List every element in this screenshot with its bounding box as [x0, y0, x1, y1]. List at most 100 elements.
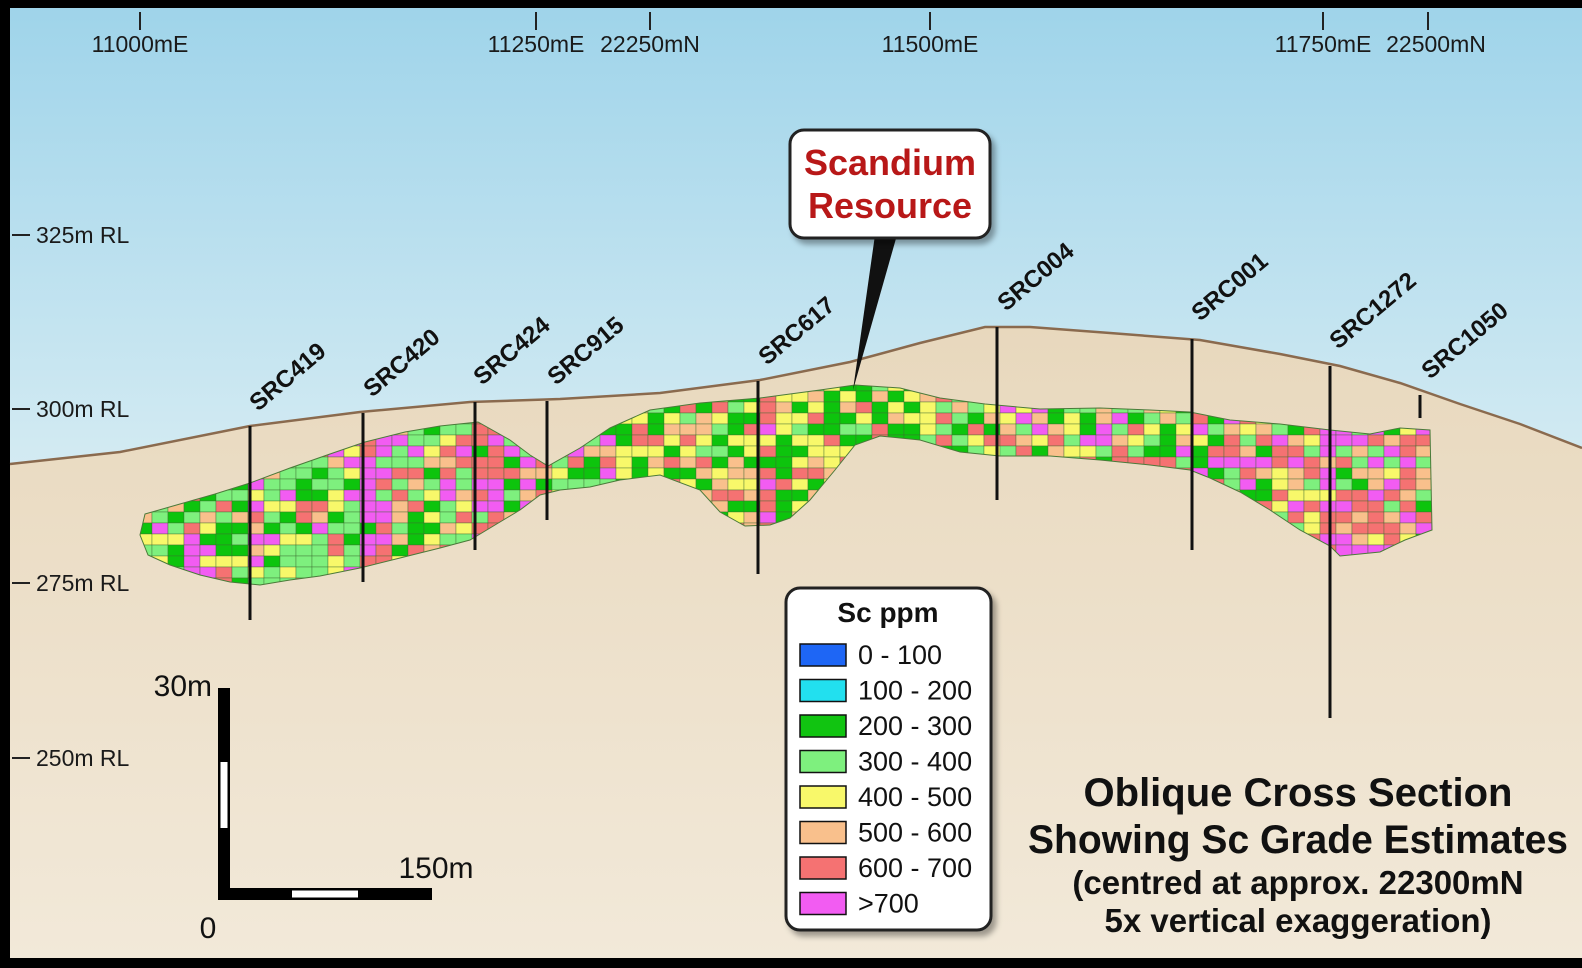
ground-surface-line — [9, 325, 1582, 466]
grade-block — [1287, 500, 1305, 513]
grade-block — [1031, 434, 1049, 447]
grade-block — [263, 478, 281, 491]
grade-block — [663, 423, 681, 436]
grade-block — [199, 555, 217, 568]
grade-block — [1031, 412, 1049, 425]
grade-block — [775, 500, 793, 513]
grade-block — [295, 544, 313, 557]
grade-block — [423, 522, 441, 535]
grade-block — [599, 456, 617, 469]
grade-block — [791, 489, 809, 502]
grade-block — [343, 489, 361, 502]
grade-block — [375, 445, 393, 458]
grade-block — [1319, 456, 1337, 469]
grade-block — [455, 522, 473, 535]
grade-block — [295, 566, 313, 579]
grade-block — [391, 478, 409, 491]
grade-block — [455, 478, 473, 491]
grade-block — [615, 445, 633, 458]
callout-pointer — [853, 235, 897, 390]
grade-block — [1127, 423, 1145, 436]
grade-block — [199, 533, 217, 546]
grade-block — [775, 478, 793, 491]
grade-block — [919, 412, 937, 425]
grade-block — [535, 467, 553, 480]
grade-block — [311, 478, 329, 491]
grade-block — [215, 555, 233, 568]
grade-block — [1239, 456, 1257, 469]
legend-swatch — [799, 714, 847, 738]
grade-block — [823, 412, 841, 425]
grade-block — [1399, 456, 1417, 469]
grade-block — [327, 456, 345, 469]
grade-block — [1271, 434, 1289, 447]
grade-block — [679, 423, 697, 436]
grade-block — [1287, 456, 1305, 469]
grade-block — [583, 445, 601, 458]
grade-block — [1287, 478, 1305, 491]
grade-block — [679, 467, 697, 480]
grade-block — [1063, 412, 1081, 425]
grade-block — [1335, 478, 1353, 491]
grade-block — [711, 478, 729, 491]
grade-block — [1351, 511, 1369, 524]
grade-block — [775, 412, 793, 425]
grade-block — [855, 390, 873, 403]
grade-block — [695, 423, 713, 436]
grade-block — [1063, 445, 1081, 458]
grade-block — [1367, 434, 1385, 447]
grade-block — [215, 511, 233, 524]
grade-block — [1015, 423, 1033, 436]
legend-label: 200 - 300 — [858, 711, 972, 741]
grade-block — [1383, 489, 1401, 502]
grade-block — [231, 522, 249, 535]
grade-block — [663, 445, 681, 458]
grade-block — [631, 423, 649, 436]
grade-block — [327, 544, 345, 557]
grade-block — [759, 500, 777, 513]
grade-block — [1367, 522, 1385, 535]
grade-block — [1399, 445, 1417, 458]
grade-block — [807, 412, 825, 425]
grade-block — [423, 434, 441, 447]
grade-block — [391, 434, 409, 447]
grade-block — [1351, 522, 1369, 535]
grade-block — [727, 467, 745, 480]
grade-block — [1095, 445, 1113, 458]
grade-block — [647, 434, 665, 447]
grade-block — [759, 434, 777, 447]
grade-block — [935, 401, 953, 414]
grade-block — [935, 434, 953, 447]
grade-block — [1303, 522, 1321, 535]
grade-block — [871, 401, 889, 414]
grade-block — [727, 445, 745, 458]
grade-block — [695, 412, 713, 425]
grade-block — [999, 434, 1017, 447]
grade-block — [1207, 434, 1225, 447]
grade-block — [1175, 412, 1193, 425]
grade-block — [1287, 434, 1305, 447]
grade-block — [631, 434, 649, 447]
grade-block — [1415, 500, 1432, 513]
grade-block — [791, 434, 809, 447]
grade-block — [759, 401, 777, 414]
grade-block — [1335, 522, 1353, 535]
grade-block — [791, 478, 809, 491]
grade-block — [1111, 445, 1129, 458]
grade-block — [231, 511, 249, 524]
grade-block — [375, 544, 393, 557]
grade-block — [407, 500, 425, 513]
grade-block — [1351, 456, 1369, 469]
grade-block — [663, 412, 681, 425]
grade-block — [727, 478, 745, 491]
legend-label: 0 - 100 — [858, 640, 942, 670]
grade-block — [807, 467, 825, 480]
top-axis-tick-label: 11250mE — [488, 31, 585, 57]
grade-block — [295, 500, 313, 513]
grade-block — [711, 423, 729, 436]
rl-tick-label: 250m RL — [36, 745, 130, 771]
rl-tick-label: 275m RL — [36, 570, 130, 596]
grade-block — [375, 478, 393, 491]
grade-block — [199, 500, 217, 513]
